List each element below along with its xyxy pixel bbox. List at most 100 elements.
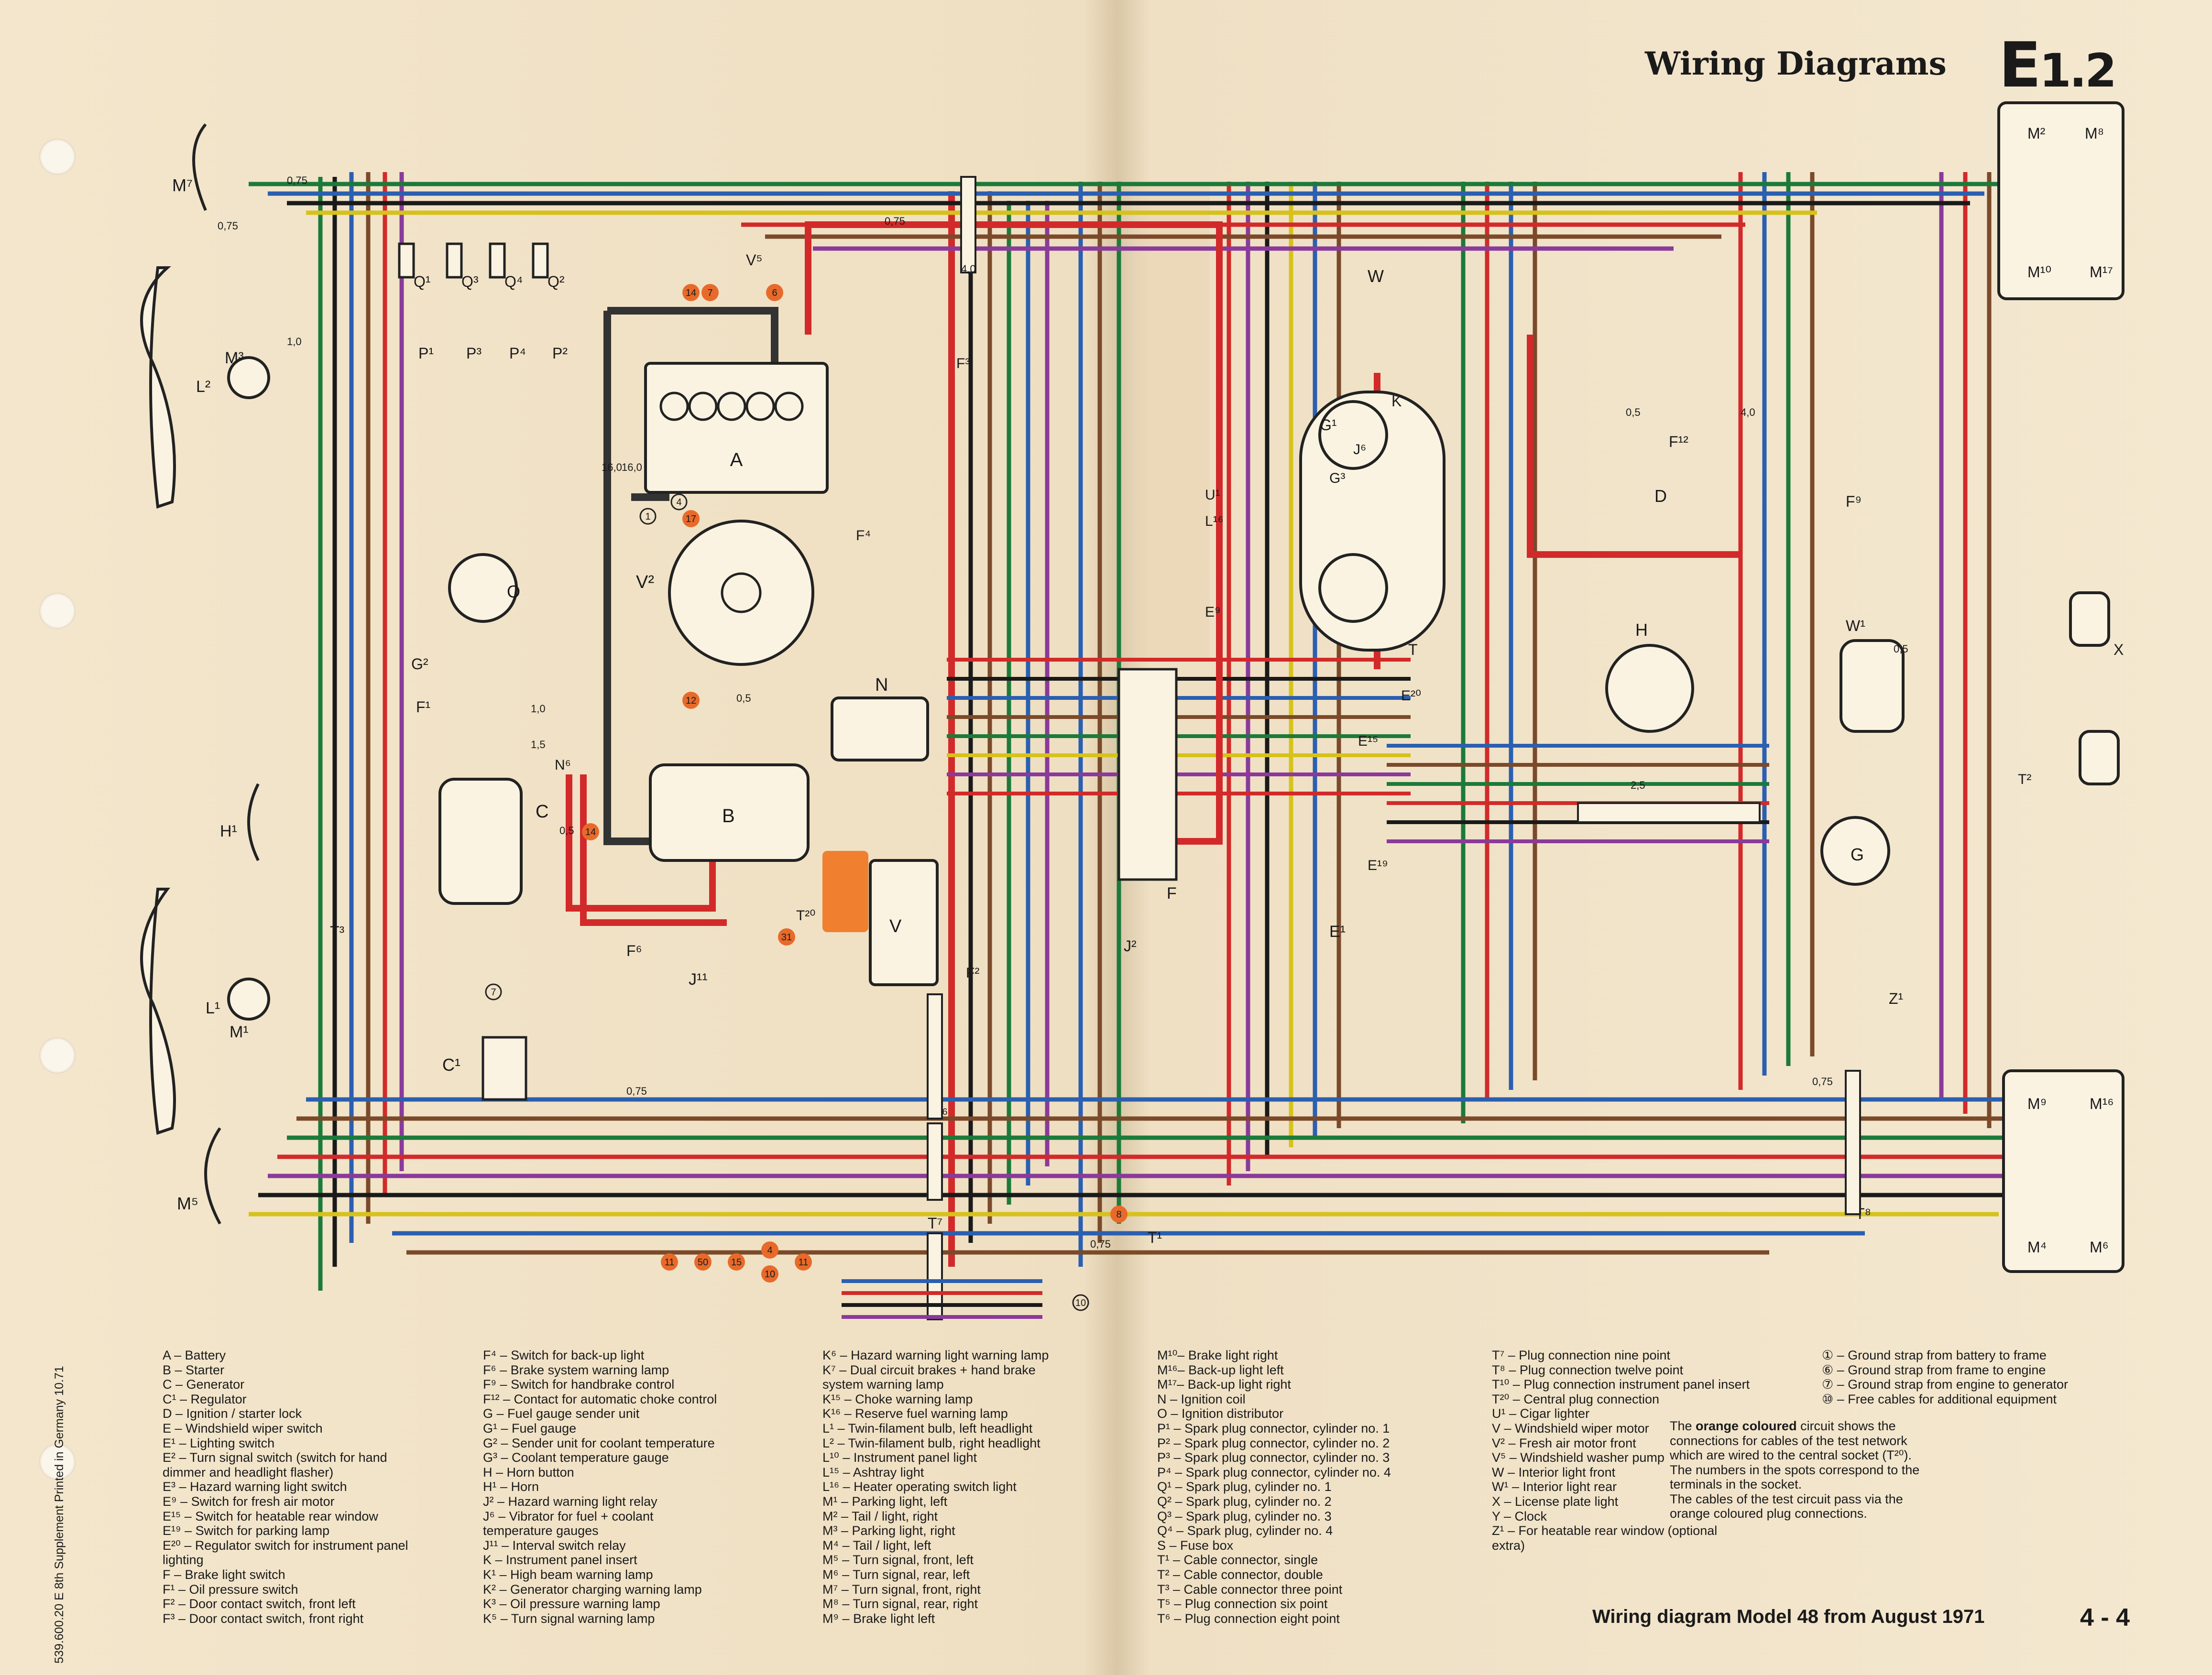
label-M9: M⁹: [2027, 1095, 2047, 1112]
wire-size: 4,0: [961, 263, 976, 275]
note-text: circuit shows the: [1796, 1419, 1896, 1433]
note-line: connections for cables of the test netwo…: [1670, 1433, 1907, 1448]
legend-entry: Q² – Spark plug, cylinder no. 2: [1157, 1494, 1332, 1509]
legend-entry: L¹⁰ – Instrument panel light: [822, 1450, 977, 1465]
spot-label: 4: [767, 1245, 772, 1256]
label-F1: F¹: [416, 698, 430, 716]
legend-entry: G² – Sender unit for coolant temperature: [483, 1436, 715, 1450]
legend-entry: K¹⁵ – Choke warning lamp: [822, 1392, 973, 1406]
legend-entry: F¹ – Oil pressure switch: [163, 1582, 298, 1597]
orange-circuit-note: The orange coloured circuit shows the co…: [1670, 1419, 1995, 1521]
harness-top: [249, 182, 1999, 251]
label-U1: U¹: [1205, 487, 1220, 503]
label-G: G: [1851, 845, 1864, 864]
punch-hole: [39, 1444, 76, 1480]
legend-entry: U¹ – Cigar lighter: [1492, 1406, 1590, 1421]
legend-entry: ⑥ – Ground strap from frame to engine: [1822, 1362, 2046, 1377]
label-V: V: [889, 916, 902, 936]
ground-strap-label: 1: [645, 511, 650, 522]
legend-entry: T¹ – Cable connector, single: [1157, 1553, 1318, 1567]
legend-entry: A – Battery: [163, 1348, 226, 1362]
note-line: orange coloured plug connections.: [1670, 1506, 1867, 1521]
label-T1: T¹: [1148, 1229, 1162, 1246]
legend-entry: F² – Door contact switch, front left: [163, 1597, 356, 1611]
legend-entry: E²⁰ – Regulator switch for instrument pa…: [163, 1538, 408, 1553]
spot-label: 14: [686, 288, 696, 298]
legend-entry: M¹ – Parking light, left: [822, 1494, 948, 1509]
legend-entry: F⁴ – Switch for back-up light: [483, 1348, 645, 1362]
legend-entry: V² – Fresh air motor front: [1492, 1436, 1636, 1450]
label-P3: P³: [466, 345, 482, 362]
label-L2: L²: [196, 378, 210, 396]
legend-entry: T⁶ – Plug connection eight point: [1157, 1611, 1340, 1626]
legend-entry: H – Horn button: [483, 1465, 574, 1479]
wire-size: 2,5: [1631, 779, 1645, 791]
legend-entry: E¹⁹ – Switch for parking lamp: [163, 1523, 330, 1538]
legend-entry: Z¹ – For heatable rear window (optional: [1492, 1523, 1718, 1538]
legend-entry: K¹⁶ – Reserve fuel warning lamp: [822, 1406, 1008, 1421]
label-E20: E²⁰: [1401, 688, 1421, 704]
legend-entry: E¹ – Lighting switch: [163, 1436, 275, 1450]
label-T: T: [1408, 641, 1418, 658]
legend-entry: dimmer and headlight flasher): [163, 1465, 334, 1479]
label-Q3: Q³: [461, 273, 479, 290]
wire-size: 1,0: [287, 336, 302, 348]
legend-entry: D – Ignition / starter lock: [163, 1406, 302, 1421]
legend-entry: M⁷ – Turn signal, front, right: [822, 1582, 981, 1597]
legend-entry: C – Generator: [163, 1377, 245, 1392]
legend-entry: L¹⁵ – Ashtray light: [822, 1465, 924, 1479]
spot-label: 8: [1116, 1209, 1121, 1220]
legend-entry: B – Starter: [163, 1362, 225, 1377]
wire-size-labels: 0,75 0,75 1,0 16,0 16,0 1,0 0,5 1,5 0,5 …: [218, 174, 1908, 1250]
ignition-coil: N N⁶: [555, 675, 929, 773]
spark-plugs: Q¹ Q³ Q⁴ Q² P¹ P³ P⁴ P²: [398, 242, 568, 362]
legend-entry: E⁹ – Switch for fresh air motor: [163, 1494, 335, 1509]
label-W1: W¹: [1846, 617, 1865, 634]
instrument-cluster: [1299, 391, 1890, 886]
harness-bottom: [249, 1097, 2008, 1255]
free-cables: [842, 1279, 1042, 1319]
label-H1: H¹: [220, 822, 237, 840]
legend-entry: M¹⁶– Back-up light left: [1157, 1362, 1284, 1377]
section-number: 1.2: [2039, 44, 2117, 98]
fuse-box: [1117, 668, 1178, 881]
label-W: W: [1368, 266, 1384, 286]
label-V2: V²: [636, 572, 654, 592]
rear-lamp-clusters: [1840, 101, 2124, 1273]
label-T20: T²⁰: [796, 908, 815, 924]
legend-entry: M¹⁷– Back-up light right: [1157, 1377, 1291, 1392]
label-M5: M⁵: [177, 1194, 198, 1213]
legend-entry: G – Fuel gauge sender unit: [483, 1406, 640, 1421]
punch-hole: [39, 139, 76, 175]
label-M7: M⁷: [172, 175, 193, 195]
legend-entry: E¹⁵ – Switch for heatable rear window: [163, 1509, 378, 1523]
legend-entry: system warning lamp: [822, 1377, 944, 1392]
label-G3: G³: [1329, 470, 1345, 486]
right-labels: M² M⁸ M¹⁰ M¹⁷ M⁹ M¹⁶ M⁴ M⁶ X W¹ F⁹ G T² …: [1846, 125, 2124, 1256]
spot-label: 12: [686, 696, 696, 706]
legend-entry: K – Instrument panel insert: [483, 1553, 637, 1567]
label-F3: F³: [956, 356, 970, 371]
legend-entry: J⁶ – Vibrator for fuel + coolant: [483, 1509, 654, 1523]
label-J11: J¹¹: [689, 970, 708, 989]
legend-entry: Y – Clock: [1492, 1509, 1547, 1523]
label-F9: F⁹: [1846, 493, 1862, 510]
label-P1: P¹: [418, 345, 434, 362]
punch-hole: [39, 1037, 76, 1074]
page-title: Wiring Diagrams: [1645, 45, 1947, 82]
ground-strap-label: 7: [491, 987, 496, 998]
legend-entry: T⁸ – Plug connection twelve point: [1492, 1362, 1684, 1377]
legend-entry: F⁶ – Brake system warning lamp: [483, 1362, 669, 1377]
legend-entry: ① – Ground strap from battery to frame: [1822, 1348, 2047, 1362]
legend-entry: F⁹ – Switch for handbrake control: [483, 1377, 675, 1392]
print-code: 539.600.20 E 8th Supplement Printed in G…: [53, 1366, 66, 1664]
legend-entry: P¹ – Spark plug connector, cylinder no. …: [1157, 1421, 1390, 1436]
label-L1: L¹: [206, 999, 220, 1017]
generator: C C¹: [438, 778, 548, 1101]
legend-entry: T¹⁰ – Plug connection instrument panel i…: [1492, 1377, 1750, 1392]
spot-label: 31: [781, 932, 792, 943]
